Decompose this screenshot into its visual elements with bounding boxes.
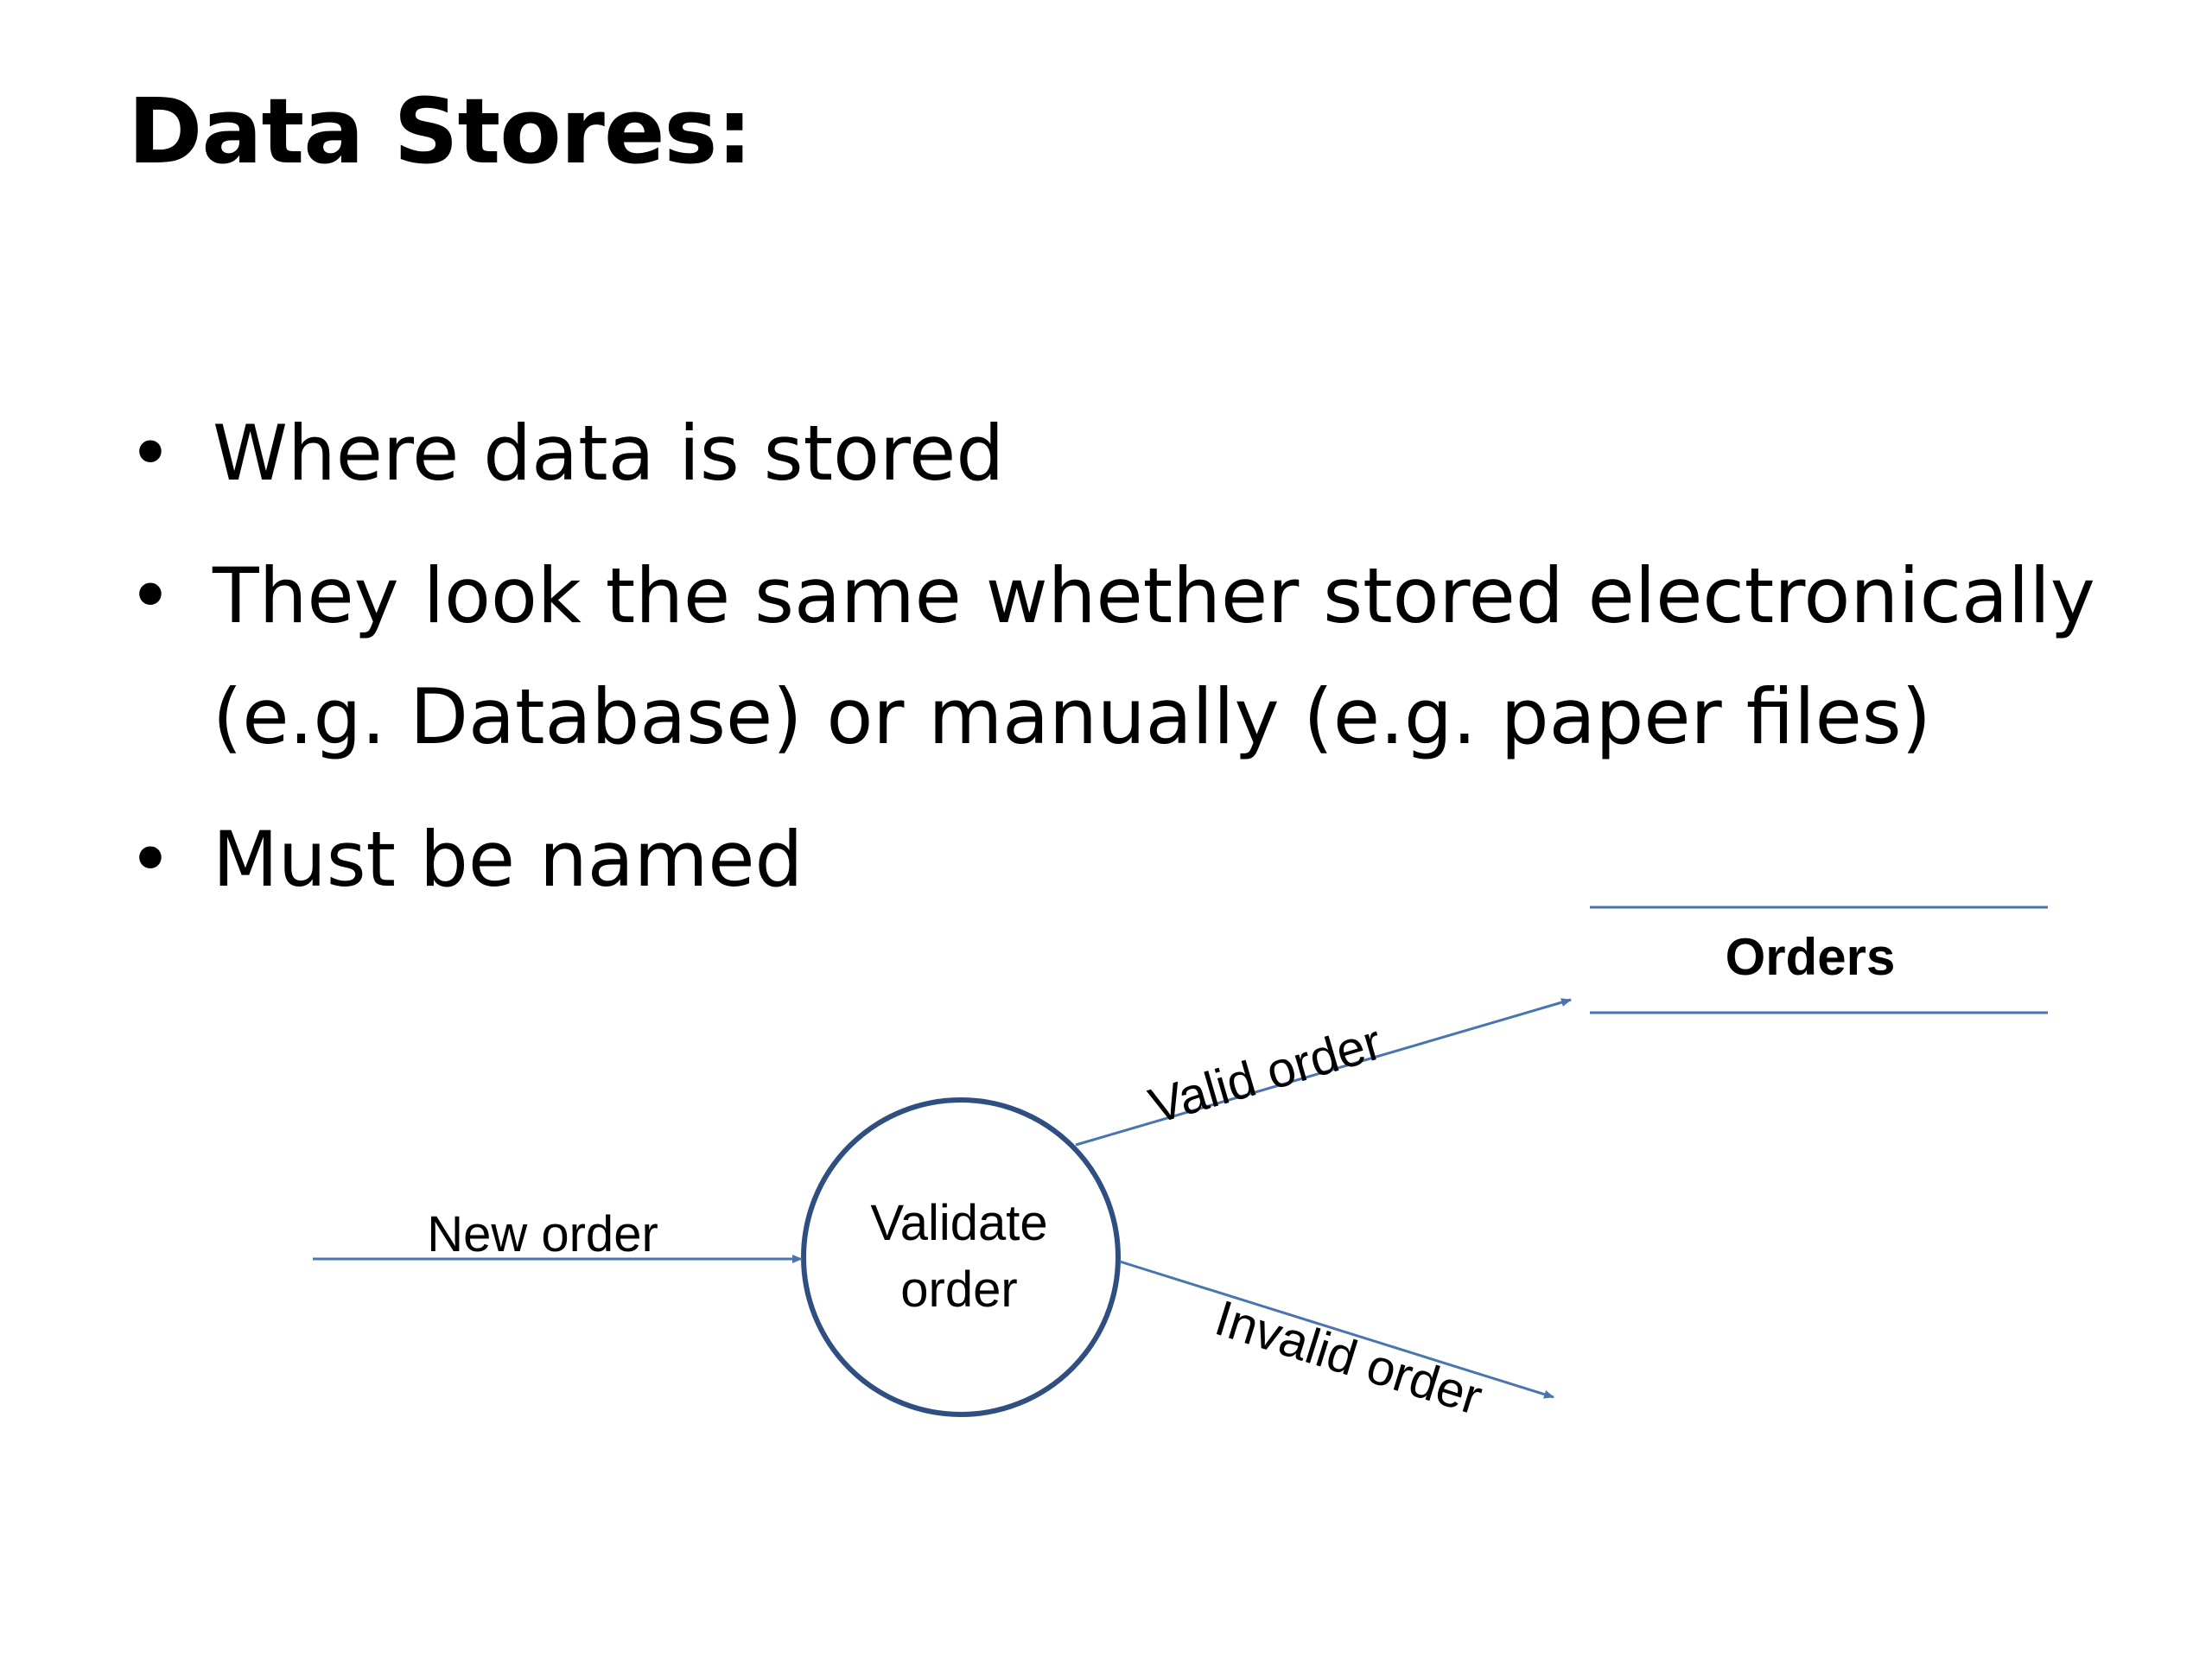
process-label-line1: Validate <box>870 1195 1047 1251</box>
bullet-text: They look the same whether stored electr… <box>213 551 2095 761</box>
bullet-text: Must be named <box>213 815 804 904</box>
slide-title: Data Stores: <box>128 79 753 184</box>
bullet-item: • Must be named <box>128 799 2115 920</box>
bullet-dot-icon: • <box>128 815 173 904</box>
process-circle <box>801 1097 1121 1417</box>
bullet-text: Where data is stored <box>213 409 1005 498</box>
data-store-label: Orders <box>1726 928 1896 986</box>
bullet-item: • They look the same whether stored elec… <box>128 536 2115 778</box>
valid-order-arrow <box>1075 998 1572 1147</box>
invalid-order-arrow <box>1119 1260 1554 1399</box>
bullet-dot-icon: • <box>128 409 173 498</box>
bullet-list: • Where data is stored • They look the s… <box>128 393 2115 942</box>
valid-order-label: Valid order <box>1143 1014 1388 1135</box>
new-order-label: New order <box>427 1206 658 1262</box>
process-label-line2: order <box>900 1262 1017 1318</box>
bullet-dot-icon: • <box>128 551 173 640</box>
invalid-order-label: Invalid order <box>1209 1290 1489 1426</box>
bullet-item: • Where data is stored <box>128 393 2115 514</box>
